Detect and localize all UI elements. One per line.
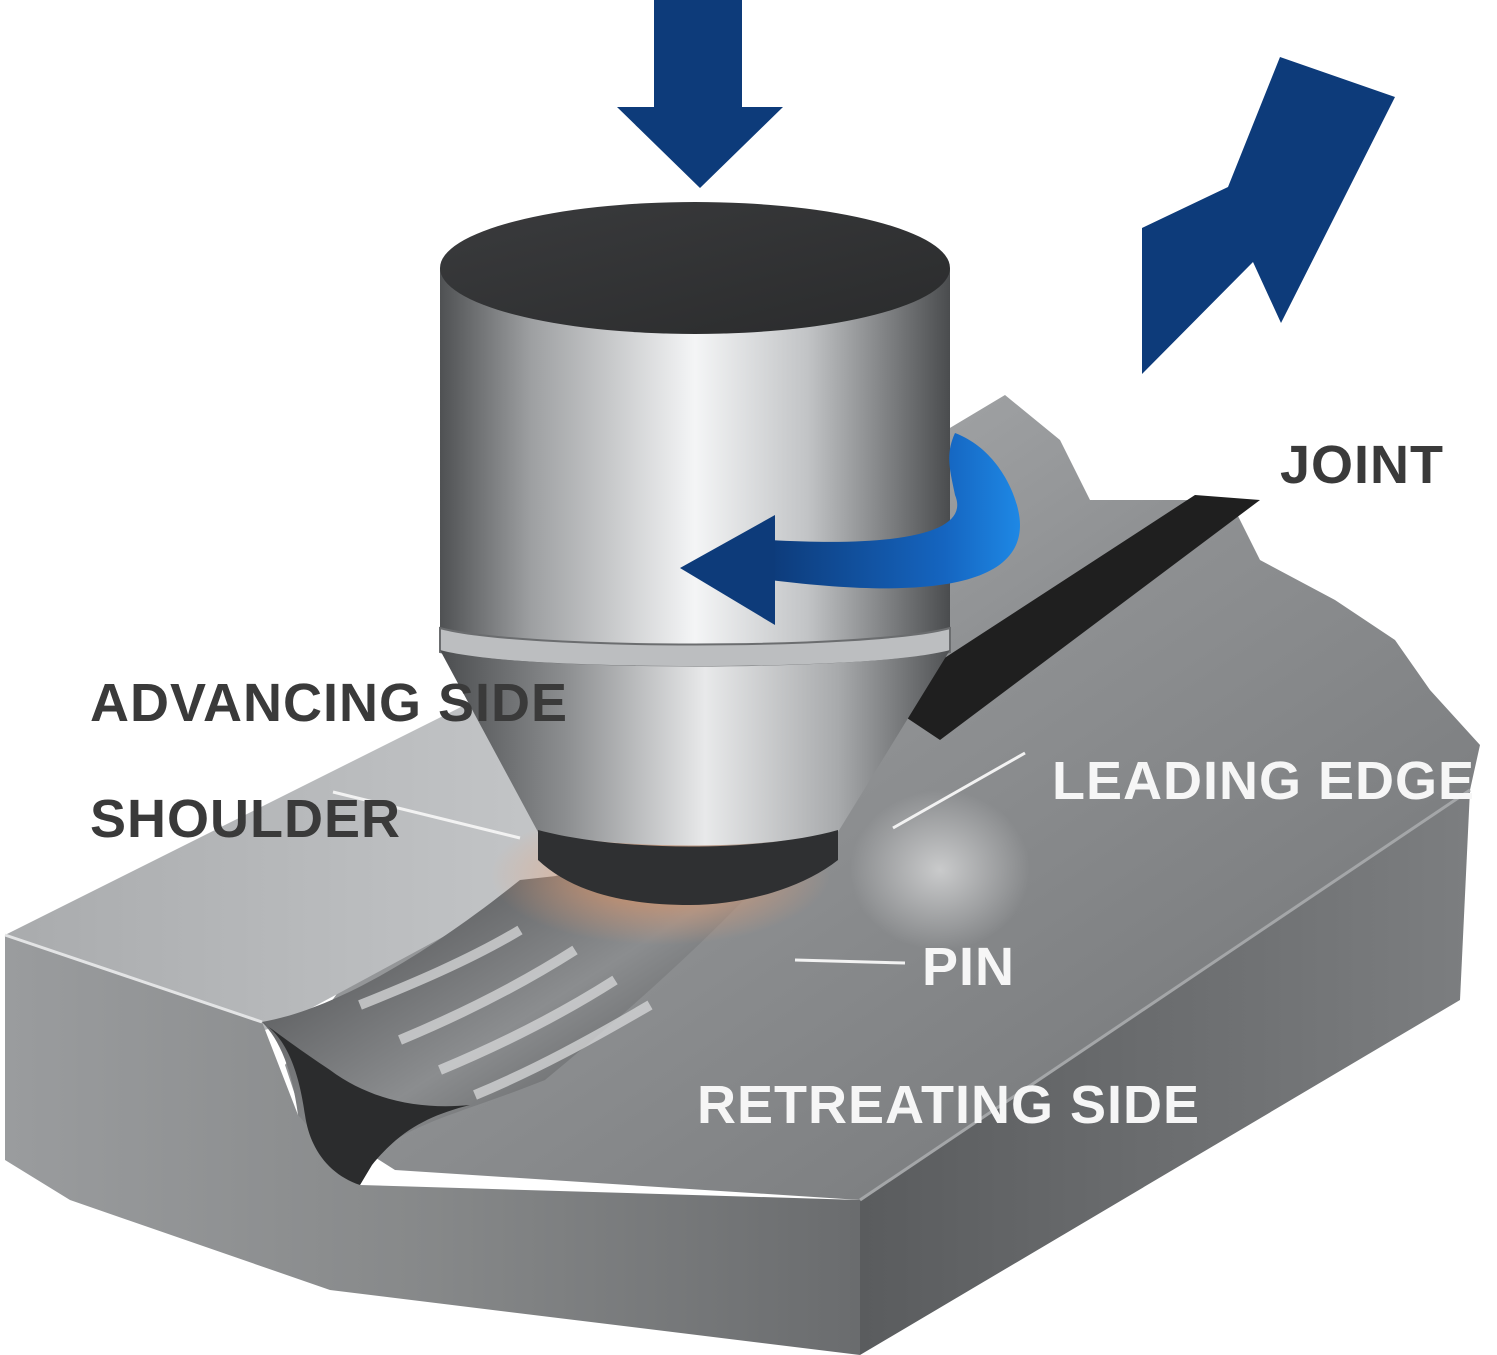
tool-top-cap (440, 202, 950, 334)
tool-pin (538, 830, 838, 905)
plate-side (860, 790, 1470, 1355)
label-advancing-side: ADVANCING SIDE (90, 673, 568, 733)
label-pin: PIN (922, 937, 1015, 997)
weld-ripples (358, 925, 653, 1100)
leading-edge-leader (892, 751, 1026, 830)
label-joint: JOINT (1280, 435, 1444, 495)
workpiece (4, 395, 1480, 1355)
label-shoulder: SHOULDER (90, 789, 401, 849)
welding-tool (439, 202, 951, 905)
label-leading-edge: LEADING EDGE (1052, 751, 1475, 811)
tool-cone (440, 650, 950, 846)
rotation-arrow-icon (680, 433, 1020, 625)
down-arrow-icon (617, 0, 783, 188)
diagonal-arrow-icon (1142, 57, 1395, 374)
plate-front (5, 935, 860, 1355)
pin-leader (794, 958, 906, 965)
shoulder-leader (332, 790, 521, 840)
weld-cross-section (262, 1022, 470, 1185)
joint-gap (880, 495, 1260, 740)
label-retreating-side: RETREATING SIDE (697, 1075, 1200, 1135)
leader-lines (332, 751, 1026, 965)
